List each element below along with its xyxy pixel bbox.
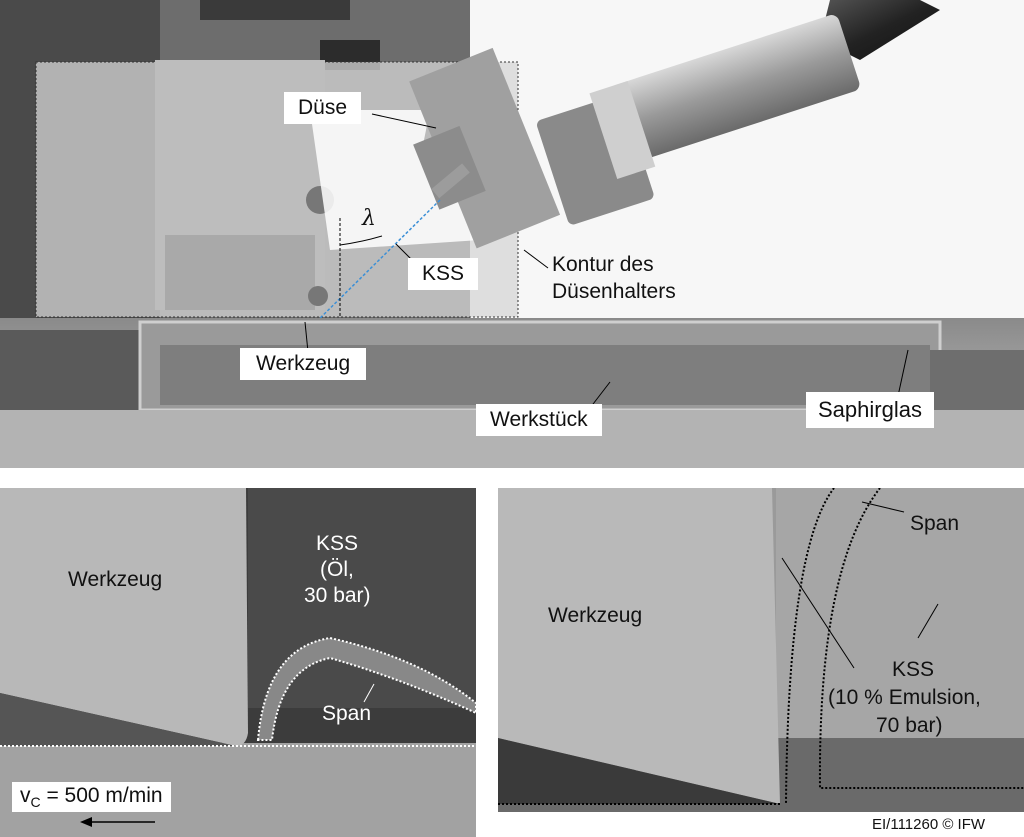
bottom-left-drawing (0, 488, 476, 837)
label-holder-contour-1: Kontur des (552, 253, 654, 276)
label-tool-bl: Werkzeug (68, 568, 163, 591)
label-chip-br: Span (910, 512, 960, 535)
angle-arc (339, 235, 383, 246)
nozzle-body (409, 47, 561, 249)
label-tool-top: Werkzeug (240, 348, 367, 380)
label-coolant-bl-2: (Öl, (320, 558, 354, 581)
top-photo-drawing (0, 0, 1024, 468)
label-sapphire: Saphirglas (806, 392, 934, 428)
label-workpiece: Werkstück (476, 404, 602, 436)
copyright-text: EI/111260 © IFW (872, 816, 986, 833)
label-lambda: λ (362, 206, 376, 231)
cutting-speed-symbol: v (20, 784, 31, 807)
label-chip-bl: Span (322, 702, 372, 725)
label-coolant-bl-1: KSS (316, 532, 359, 555)
label-cutting-speed: vC = 500 m/min (12, 782, 171, 813)
coolant-hose (820, 0, 940, 60)
top-photo: Düse λ KSS Kontur des Düsenhalters Werkz… (0, 0, 1024, 468)
label-tool-br: Werkzeug (548, 604, 643, 627)
label-coolant-br-1: KSS (892, 658, 935, 681)
bottom-left-photo: Werkzeug KSS (Öl, 30 bar) Span vC = 500 … (0, 488, 476, 837)
bottom-right-drawing (498, 488, 1024, 812)
bottom-right-photo: Werkzeug Span KSS (10 % Emulsion, 70 bar… (498, 488, 1024, 812)
chip-outline-outer (818, 488, 1024, 789)
nozzle-tip (431, 163, 470, 199)
cutting-speed-value: = 500 m/min (40, 784, 163, 807)
cutting-speed-subscript: C (30, 794, 41, 811)
label-coolant-br-2: (10 % Emulsion, (828, 686, 981, 709)
chip-shape (256, 636, 476, 741)
label-coolant: KSS (408, 258, 479, 290)
tool-shape-right (498, 488, 780, 804)
tool-shape (0, 488, 248, 746)
label-coolant-br-3: 70 bar) (876, 714, 943, 737)
label-nozzle: Düse (284, 92, 362, 124)
label-coolant-bl-3: 30 bar) (304, 584, 371, 607)
coolant-jet (307, 199, 441, 331)
label-holder-contour-2: Düsenhalters (552, 280, 676, 303)
hose-fitting (537, 15, 860, 225)
